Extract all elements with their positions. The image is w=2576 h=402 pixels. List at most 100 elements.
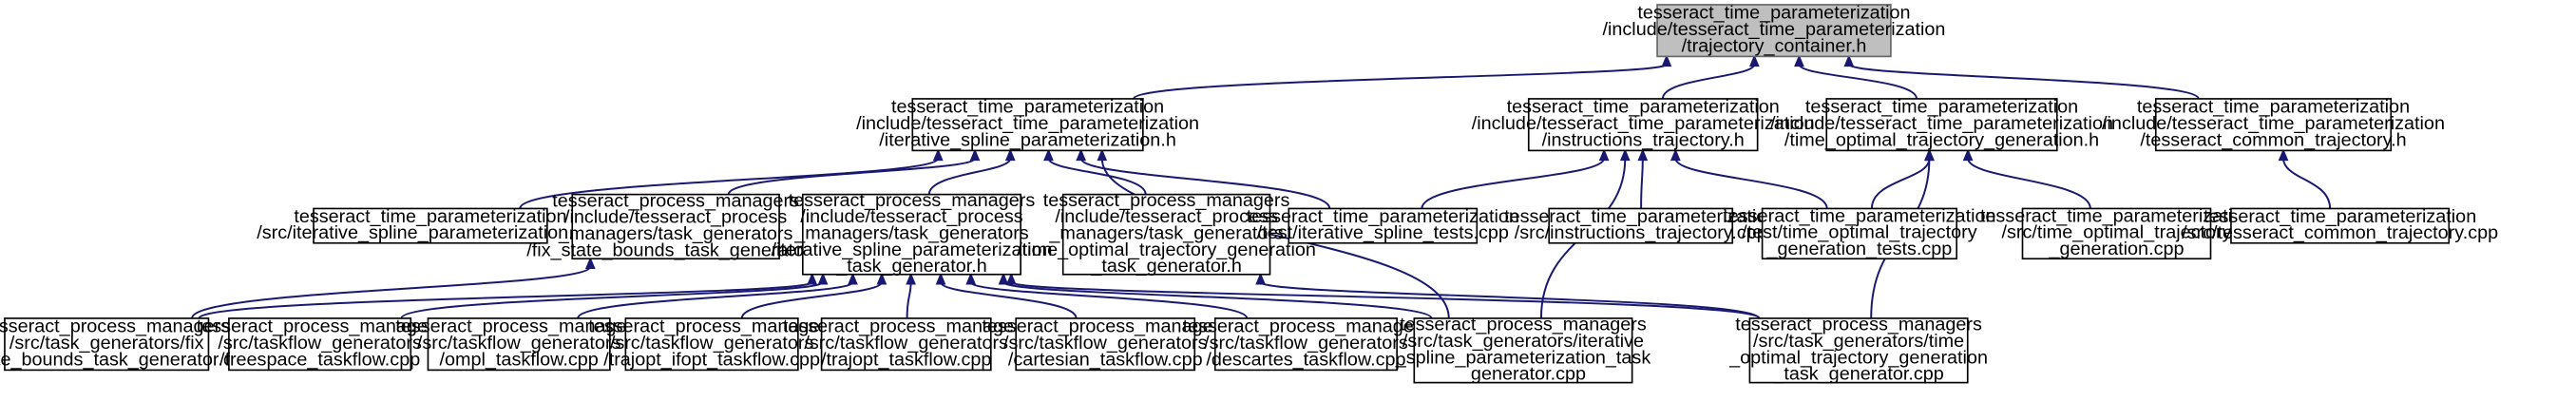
edge-trajopt_cpp-to-iter_gen_h	[906, 281, 912, 318]
node-box	[1761, 207, 1958, 260]
graph-scale-group: tesseract_time_parameterization/include/…	[0, 3, 2498, 385]
node-box	[820, 317, 992, 372]
edge-iter_tests-to-iter_h	[1079, 158, 1331, 209]
node-label-line: /cartesian_taskflow.cpp	[1008, 349, 1203, 370]
edge-fix_state_h-to-iter_h	[727, 157, 977, 196]
node-label-line: tesseract_process_managers	[588, 316, 835, 337]
arrow-head-icon	[1598, 148, 1610, 162]
node-topt_gen_h[interactable]: tesseract_process_managers/include/tesse…	[1017, 190, 1316, 277]
node-label-line: _optimal_trajectory_generation	[1728, 347, 1988, 368]
node-label-line: tesseract_process_managers	[982, 316, 1229, 337]
node-box	[1213, 317, 1398, 372]
node-box	[571, 193, 780, 260]
edge-ifopt_cpp-to-iter_gen_h	[740, 281, 883, 319]
arrow-head-icon	[1076, 148, 1086, 162]
node-label-line: /include/tesseract_process	[564, 207, 787, 228]
node-label-line: /fix_state_bounds_task_generator.h	[526, 239, 825, 260]
node-box	[1288, 207, 1479, 244]
node-label-line: /src/taskflow_generators	[1204, 333, 1408, 354]
edge-topt_gen_cpp-to-topt_gen_h	[1259, 281, 1761, 319]
edge-iter_cpp-to-iter_h	[519, 157, 940, 209]
node-topt_cpp[interactable]: tesseract_time_parameterization/src/time…	[1980, 205, 2253, 260]
node-label-line: /include/tesseract_time_parameterization	[1472, 113, 1815, 134]
node-label-line: /src/taskflow_generators	[610, 333, 814, 354]
node-label-line: /iterative_spline_parameterization	[771, 239, 1052, 260]
node-label-line: /src/taskflow_generators	[417, 333, 621, 354]
node-topt_gen_cpp[interactable]: tesseract_process_managers/src/task_gene…	[1728, 315, 1988, 385]
edge-topt_tests-to-instr_h	[1674, 158, 1828, 209]
node-instr_h[interactable]: tesseract_time_parameterization/include/…	[1472, 97, 1815, 152]
node-label-line: /src/time_optimal_trajectory	[2001, 222, 2231, 243]
node-common_h[interactable]: tesseract_time_parameterization/include/…	[2102, 97, 2445, 152]
node-ompl_cpp[interactable]: tesseract_process_managers/src/taskflow_…	[395, 316, 642, 372]
node-ifopt_cpp[interactable]: tesseract_process_managers/src/taskflow_…	[588, 316, 835, 372]
node-box	[1061, 193, 1271, 276]
node-label-line: tesseract_process_managers	[552, 190, 799, 211]
node-label-line: _task_generator.h	[835, 256, 987, 277]
node-common_cpp[interactable]: tesseract_time_parameterization/src/tess…	[2182, 206, 2498, 244]
node-label-line: /src/task_generators/fix	[10, 333, 204, 354]
node-label-line: tesseract_process_managers	[1735, 315, 1982, 335]
arrow-head-icon	[1637, 148, 1649, 162]
edge-topt_gen_cpp-to-iter_gen_h	[1010, 281, 1761, 319]
node-label-line: /trajectory_container.h	[1682, 35, 1867, 56]
node-label-line: /tesseract_common_trajectory.h	[2140, 129, 2406, 150]
arrow-head-icon	[1661, 54, 1672, 67]
node-label-line: tesseract_process_managers	[783, 316, 1030, 337]
node-fix_state_cpp[interactable]: tesseract_process_managers/src/task_gene…	[0, 316, 254, 372]
node-iter_gen_h[interactable]: tesseract_process_managers/include/tesse…	[771, 190, 1052, 277]
node-fix_state_h[interactable]: tesseract_process_managers/include/tesse…	[526, 190, 825, 260]
node-box	[1748, 317, 1969, 384]
node-iter_tests[interactable]: tesseract_time_parameterization/test/ite…	[1247, 206, 1519, 244]
node-label-line: /iterative_spline_parameterization.h	[879, 129, 1176, 150]
node-label-line: /src/tesseract_common_trajectory.cpp	[2182, 222, 2498, 243]
node-label-line: _task_generator.cpp	[1772, 364, 1943, 385]
node-label-line: /freespace_taskflow.cpp	[219, 349, 420, 370]
edge-common_h-to-root	[1847, 63, 2200, 100]
arrow-head-icon	[1043, 148, 1054, 162]
node-label-line: /src/task_generators/time	[1753, 331, 1964, 352]
node-label-line: _state_bounds_task_generator.cpp	[0, 349, 254, 370]
edge-iter_tests-to-instr_h	[1421, 158, 1606, 209]
node-label-line: tesseract_time_parameterization	[891, 97, 1164, 118]
node-label-line: tesseract_time_parameterization	[2137, 97, 2410, 118]
edge-ompl_cpp-to-iter_gen_h	[577, 281, 854, 319]
node-box	[2021, 207, 2212, 260]
edge-iter_gen_cpp-to-iter_gen_h	[1002, 281, 1433, 319]
edge-fix_state_cpp-to-iter_gen_h	[198, 281, 813, 319]
node-label-line: tesseract_time_parameterization	[1504, 206, 1777, 227]
node-label-line: _managers/task_generators	[558, 223, 793, 244]
node-iter_cpp[interactable]: tesseract_time_parameterization/src/iter…	[257, 206, 604, 244]
node-label-line: _task_generator.h	[1090, 256, 1241, 277]
node-label-line: tesseract_time_parameterization	[1980, 205, 2253, 226]
node-topt_h[interactable]: tesseract_time_parameterization/include/…	[1770, 97, 2113, 152]
edge-iter_gen_h-to-iter_h	[927, 158, 1012, 195]
node-root[interactable]: tesseract_time_parameterization/include/…	[1603, 3, 1946, 58]
node-label-line: /instructions_trajectory.h	[1542, 129, 1745, 150]
node-iter_h[interactable]: tesseract_time_parameterization/include/…	[856, 97, 1199, 152]
node-box	[801, 193, 1021, 276]
edge-descartes_cpp-to-iter_gen_h	[969, 281, 1249, 319]
node-instr_cpp[interactable]: tesseract_time_parameterization/src/inst…	[1504, 206, 1777, 244]
node-label-line: tesseract_process_managers	[395, 316, 642, 337]
node-label-line: /descartes_taskflow.cpp	[1206, 349, 1405, 370]
node-label-line: tesseract_process_managers	[1043, 190, 1290, 211]
edge-freespace_cpp-to-iter_gen_h	[400, 281, 825, 319]
node-freespace_cpp[interactable]: tesseract_process_managers/src/taskflow_…	[197, 316, 444, 372]
node-label-line: /src/taskflow_generators	[804, 333, 1008, 354]
node-box	[911, 98, 1144, 152]
node-label-line: tesseract_time_parameterization	[2204, 206, 2476, 227]
arrow-head-icon	[807, 272, 818, 285]
edge-cartesian_cpp-to-iter_gen_h	[940, 281, 1078, 319]
node-trajopt_cpp[interactable]: tesseract_process_managers/src/taskflow_…	[783, 316, 1030, 372]
arrow-head-icon	[2278, 148, 2289, 162]
node-cartesian_cpp[interactable]: tesseract_process_managers/src/taskflow_…	[982, 316, 1229, 372]
arrow-head-icon	[1619, 148, 1631, 162]
node-descartes_cpp[interactable]: tesseract_process_managers/src/taskflow_…	[1183, 316, 1430, 372]
arrow-head-icon	[965, 272, 977, 285]
node-label-line: _managers/task_generators	[1048, 223, 1284, 244]
node-box	[4, 317, 210, 372]
arrow-head-icon	[969, 148, 981, 162]
node-iter_gen_cpp[interactable]: tesseract_process_managers/src/task_gene…	[1395, 315, 1651, 385]
node-topt_tests[interactable]: tesseract_time_parameterization/test/tim…	[1723, 205, 1996, 260]
